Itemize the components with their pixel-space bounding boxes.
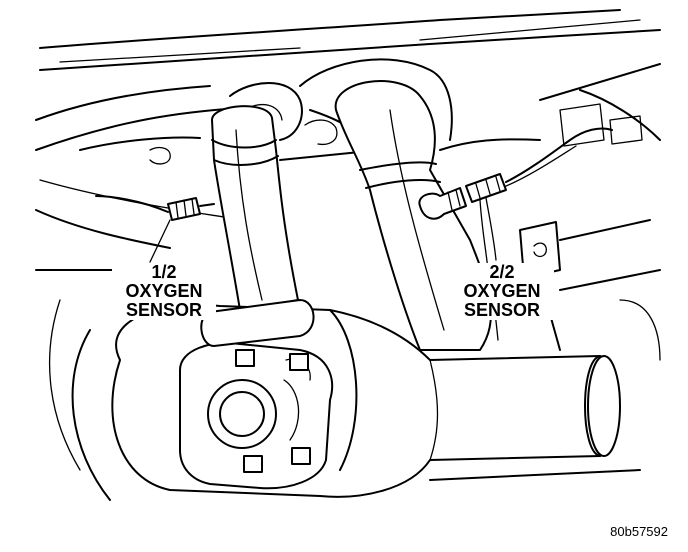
label-oxygen-sensor-2-2: 2/2 OXYGEN SENSOR: [450, 263, 554, 320]
exhaust-pipe-left: [211, 105, 299, 311]
pinion-yoke: [179, 299, 334, 490]
label-left-line3: SENSOR: [125, 300, 203, 320]
crossmember-left: [79, 82, 303, 165]
label-right-line3: SENSOR: [463, 300, 541, 320]
floor-pan-outline: [35, 9, 661, 271]
figure-id: 80b57592: [610, 524, 668, 539]
label-left-line1: 1/2: [151, 262, 177, 282]
label-oxygen-sensor-1-2: 1/2 OXYGEN SENSOR: [112, 263, 216, 320]
oxygen-sensor-left: [95, 195, 215, 263]
label-left-line2: OXYGEN: [125, 281, 203, 301]
label-right-line1: 2/2: [489, 262, 515, 282]
oxygen-sensor-right: [418, 127, 613, 341]
lower-body-lines: [48, 299, 661, 501]
label-right-line2: OXYGEN: [463, 281, 541, 301]
